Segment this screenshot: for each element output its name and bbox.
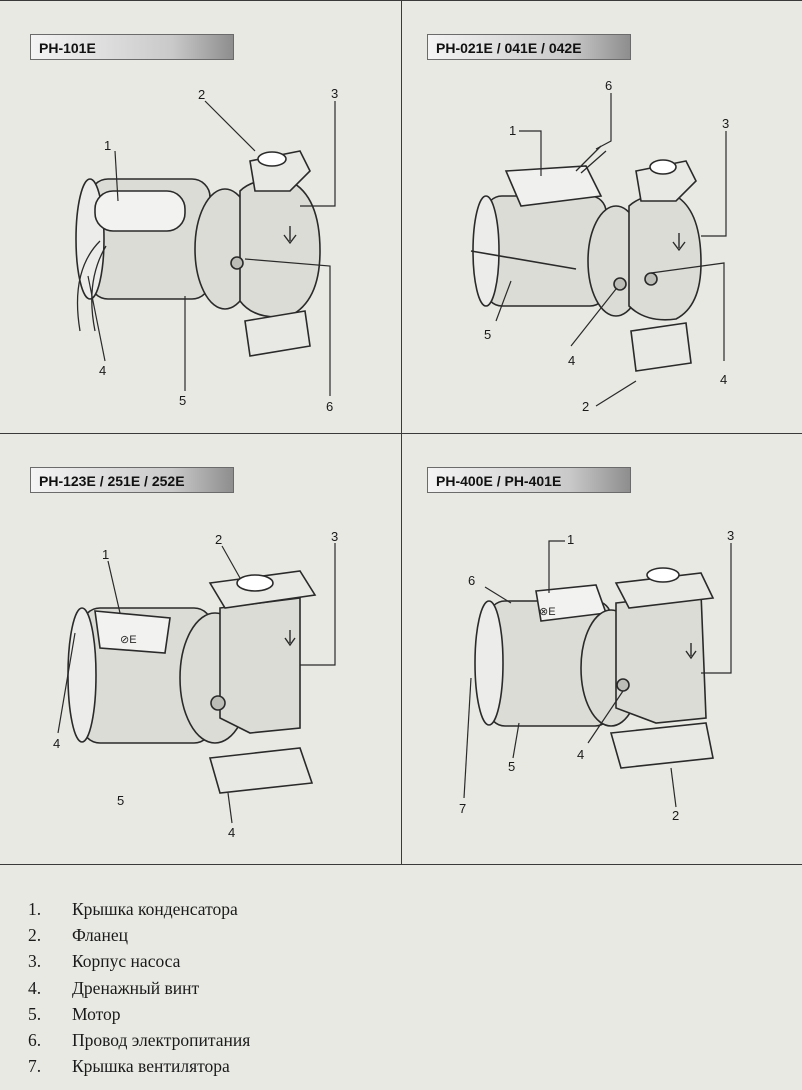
legend-text: Корпус насоса: [72, 951, 181, 972]
legend-number: 3.: [28, 951, 42, 972]
panel-ph-101e: PH-101E 1: [0, 1, 401, 433]
callout-2: 2: [672, 808, 679, 823]
legend-number: 7.: [28, 1056, 42, 1077]
callout-4a: 4: [568, 353, 575, 368]
legend-number: 2.: [28, 925, 42, 946]
flow-arrow-icon: [672, 233, 686, 252]
callout-6: 6: [326, 399, 333, 414]
callout-4a: 4: [53, 736, 60, 751]
power-cord: [575, 145, 607, 174]
callout-4: 4: [577, 747, 584, 762]
pump-drawing-ph-400e: ⊗E 1 2 3 4 5 6 7: [459, 528, 734, 823]
callout-1: 1: [102, 547, 109, 562]
legend-item: 2. Фланец: [28, 922, 250, 948]
panel-title: PH-101E: [30, 34, 234, 60]
grid-divider-horizontal: [0, 433, 802, 434]
ground-mark-icon: ⊗E: [539, 606, 556, 618]
pump-drawing-ph-021e: 1 2 3 4 4 5 6: [470, 78, 729, 414]
bottom-flange: [630, 322, 692, 372]
panel-ph-123e-251e-252e: PH-123E / 251E / 252E ⊘E: [0, 433, 401, 864]
callout-1: 1: [104, 138, 111, 153]
flow-arrow-icon: [283, 226, 297, 245]
callout-1: 1: [509, 123, 516, 138]
pump-drawing-ph-123e: ⊘E 1 2 3 4 4 5: [53, 529, 338, 840]
legend-text: Дренажный винт: [72, 977, 200, 998]
callout-5: 5: [179, 393, 186, 408]
legend-number: 5.: [28, 1003, 42, 1024]
capacitor-box: [504, 165, 603, 207]
callout-4b: 4: [720, 372, 727, 387]
legend-text: Крышка вентилятора: [72, 1056, 230, 1077]
capacitor-cover: [94, 190, 186, 232]
legend-number: 4.: [28, 977, 42, 998]
callout-6: 6: [468, 573, 475, 588]
pump-housing: [628, 193, 702, 321]
legend-number: 1.: [28, 899, 42, 919]
legend-item: 1. Крышка конденсатора: [28, 896, 250, 922]
panel-title: PH-400E / PH-401E: [427, 467, 631, 493]
bottom-flange: [244, 310, 311, 357]
panel-title: PH-123E / 251E / 252E: [30, 467, 234, 493]
callout-3: 3: [331, 86, 338, 101]
legend-item: 5. Мотор: [28, 1001, 250, 1027]
drain-screw: [230, 256, 244, 270]
drain-screw: [210, 695, 226, 711]
legend-text: Фланец: [72, 925, 128, 946]
pump-drawing-ph-101e: 1 2 3 4 5 6: [75, 86, 338, 414]
tie-rod: [470, 250, 577, 270]
top-flange-opening: [236, 574, 274, 592]
ground-mark-icon: ⊘E: [120, 634, 137, 646]
capacitor-cover: [94, 610, 171, 654]
legend-text: Мотор: [72, 1003, 121, 1024]
bottom-flange: [208, 747, 314, 794]
top-flange: [635, 160, 697, 202]
parts-legend: 1. Крышка конденсатора 2. Фланец 3. Корпус …: [28, 896, 250, 1079]
pump-housing: [219, 597, 301, 734]
callout-5: 5: [508, 759, 515, 774]
top-flange-opening: [649, 159, 677, 175]
callout-5: 5: [484, 327, 491, 342]
callout-2: 2: [215, 532, 222, 547]
drain-screw: [613, 277, 627, 291]
panel-ph-021e-041e-042e: PH-021E / 041E / 042E: [401, 1, 802, 433]
bottom-flange: [609, 722, 714, 769]
callout-2: 2: [582, 399, 589, 414]
top-flange-opening: [257, 151, 287, 167]
callout-6: 6: [605, 78, 612, 93]
pump-housing: [239, 178, 321, 318]
top-flange-opening: [646, 567, 680, 583]
legend-text: Провод электропитания: [72, 1030, 251, 1051]
callout-7: 7: [459, 801, 466, 816]
flow-arrow-icon: [685, 643, 697, 660]
drain-screw: [616, 678, 630, 692]
flow-arrow-icon: [284, 630, 296, 647]
panel-ph-400e-ph-401e: PH-400E / PH-401E ⊗E: [401, 433, 802, 864]
fan-cover: [474, 600, 504, 726]
callout-1: 1: [567, 532, 574, 547]
motor-end-cap: [472, 195, 500, 307]
legend-text: Крышка конденсатора: [72, 899, 238, 919]
callout-3: 3: [722, 116, 729, 131]
motor-end-cap: [67, 607, 97, 743]
panel-title: PH-021E / 041E / 042E: [427, 34, 631, 60]
drain-screw-2: [644, 272, 658, 286]
power-cord: [76, 240, 107, 332]
legend-item: 7. Крышка вентилятора: [28, 1053, 250, 1079]
callout-5: 5: [117, 793, 124, 808]
callout-4b: 4: [228, 825, 235, 840]
callout-2: 2: [198, 87, 205, 102]
legend-item: 4. Дренажный винт: [28, 975, 250, 1001]
callout-3: 3: [331, 529, 338, 544]
legend-item: 3. Корпус насоса: [28, 948, 250, 974]
diagram-grid: PH-101E 1: [0, 0, 802, 865]
callout-4: 4: [99, 363, 106, 378]
pump-housing: [615, 592, 707, 724]
legend-number: 6.: [28, 1030, 42, 1051]
grid-divider-bottom: [0, 864, 802, 865]
callout-3: 3: [727, 528, 734, 543]
legend-item: 6. Провод электропитания: [28, 1027, 250, 1053]
